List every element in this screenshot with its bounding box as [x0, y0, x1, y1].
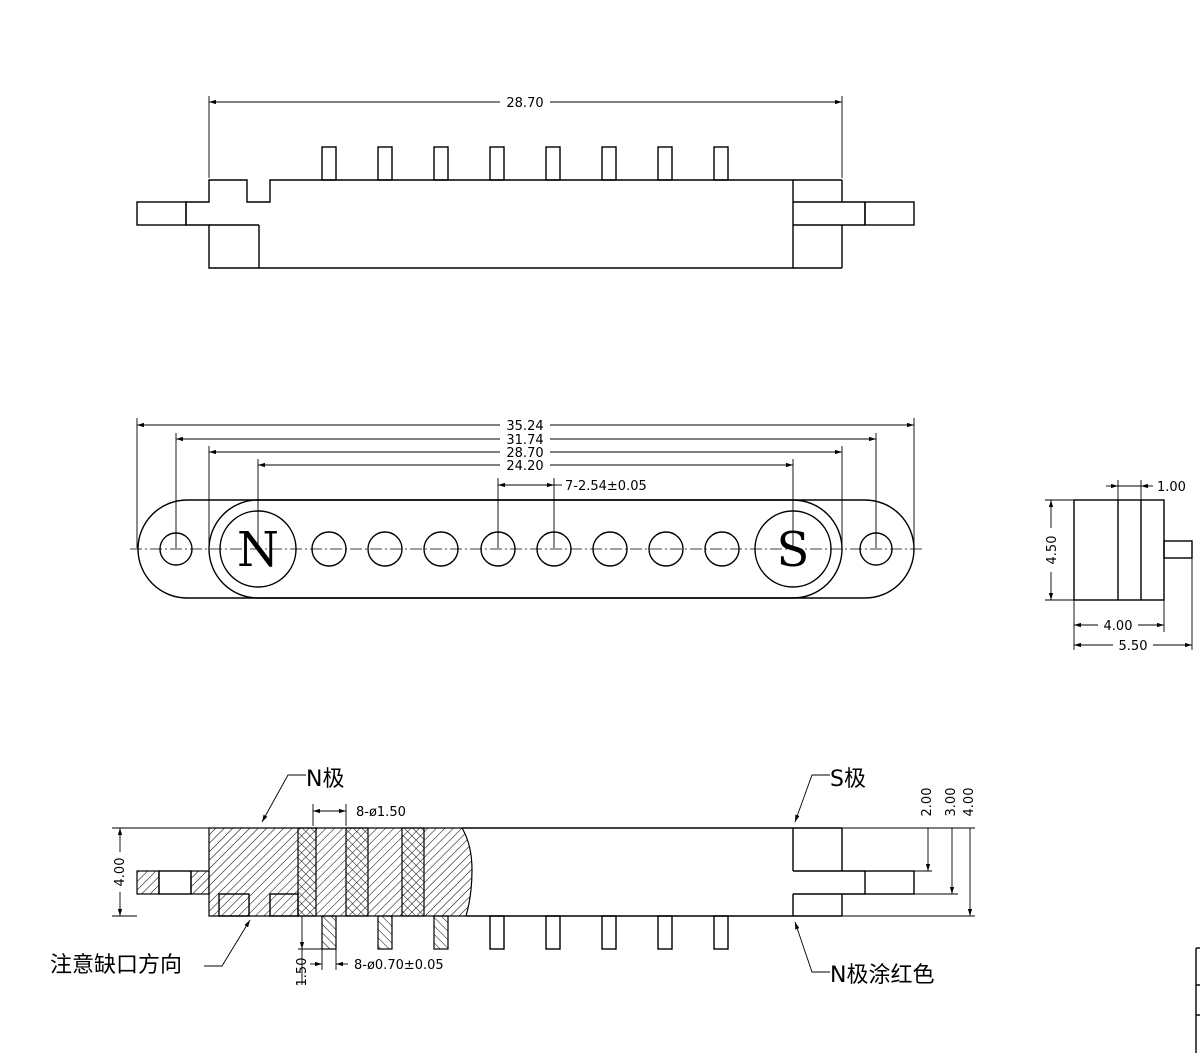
section-h1: 2.00: [920, 788, 935, 817]
callout-s-pole: S极: [830, 767, 866, 792]
side-height: 4.50: [1045, 536, 1060, 565]
pole-label-south: S: [777, 522, 810, 578]
callout-n-pole: N极: [306, 767, 344, 792]
top-pins: [321, 146, 729, 181]
magnet-north: [219, 510, 297, 588]
side-plate-width: 1.00: [1157, 480, 1186, 495]
section-h2: 3.00: [944, 788, 959, 817]
pole-label-north: N: [237, 522, 279, 578]
dim-body-length: 28.70: [506, 446, 543, 461]
title-block-corner: [1195, 947, 1200, 1053]
dim-pin-pitch: 7-2.54±0.05: [565, 479, 647, 494]
top-overall-length: 28.70: [506, 96, 543, 111]
side-view: 1.00 4.50 4.00 5.50: [1045, 480, 1193, 654]
side-total-depth: 5.50: [1119, 639, 1148, 654]
top-view: 28.70: [136, 96, 915, 269]
mount-hole-left: [159, 532, 193, 566]
callout-n-pole-red: N极涂红色: [830, 963, 934, 988]
dim-magnet-spacing: 24.20: [506, 459, 543, 474]
callout-notch-direction: 注意缺口方向: [50, 953, 182, 978]
section-height: 4.00: [113, 858, 128, 887]
dim-total-length: 35.24: [506, 419, 543, 434]
mount-hole-right: [859, 532, 893, 566]
front-pins: [311, 531, 740, 567]
section-pin-diameter: 8-ø0.70±0.05: [354, 958, 444, 973]
section-pad-diameter: 8-ø1.50: [356, 805, 406, 820]
magnet-south: [754, 510, 832, 588]
section-view: 4.00 8-ø1.50 1.50 8-ø0.70±0.05 2.00 3.00…: [50, 767, 977, 988]
side-body-depth: 4.00: [1104, 619, 1133, 634]
section-pin-length: 1.50: [295, 958, 310, 987]
dim-mount-hole-spacing: 31.74: [506, 433, 543, 448]
section-h3: 4.00: [962, 788, 977, 817]
front-view: 35.24 31.74 28.70 24.20 7-2.54±0.05 N S: [130, 418, 922, 599]
section-pins: [321, 915, 729, 950]
